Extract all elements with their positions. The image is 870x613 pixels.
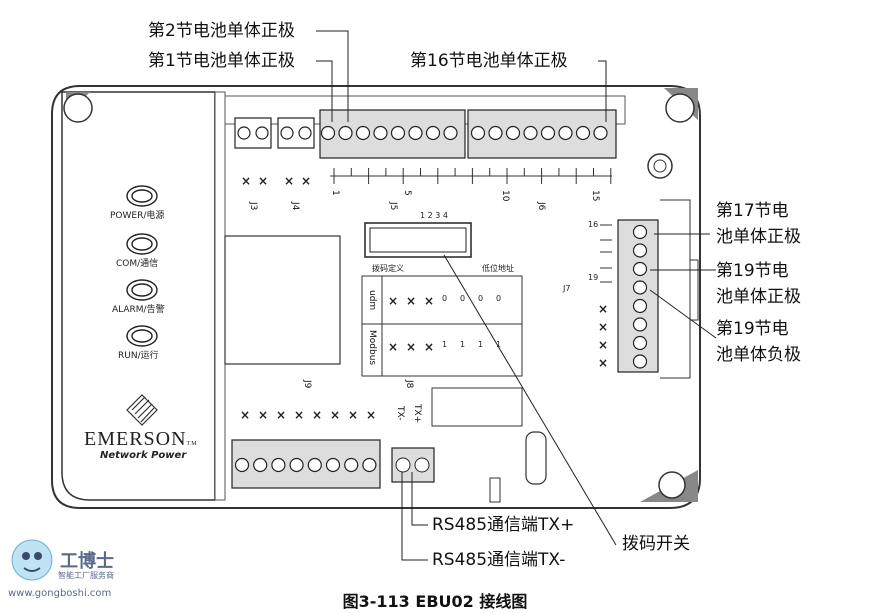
led-label-alarm: ALARM/告警 xyxy=(112,305,165,315)
dip-col-header-left: 拨码定义 xyxy=(372,264,404,273)
dip-cell: 0 xyxy=(496,294,502,303)
x-mark: × xyxy=(366,408,377,422)
label-j7: J7 xyxy=(563,284,571,293)
callout-rs485-txplus: RS485通信端TX+ xyxy=(432,515,575,535)
label-tx-minus: TX- xyxy=(395,406,405,421)
dip-col-header-right: 低位地址 xyxy=(482,264,514,273)
dip-cell: × xyxy=(424,294,435,308)
callout-cell16-pos: 第16节电池单体正极 xyxy=(410,51,568,71)
callout-cell19pos-a: 第19节电 xyxy=(716,261,789,281)
x-mark: × xyxy=(598,320,609,334)
x-mark: × xyxy=(301,174,312,188)
led-label-com: COM/通信 xyxy=(116,259,159,269)
label-j5: J5 xyxy=(388,202,398,211)
callout-cell19neg-a: 第19节电 xyxy=(716,319,789,339)
label-pin16: 16 xyxy=(588,220,599,229)
module-block xyxy=(224,235,341,365)
dip-cell: 0 xyxy=(442,294,448,303)
x-mark: × xyxy=(258,408,269,422)
dip-cell: × xyxy=(424,340,435,354)
watermark-robot-icon xyxy=(11,539,53,581)
screw xyxy=(647,153,673,179)
label-pin5: 5 xyxy=(402,190,412,196)
callout-cell19neg-b: 池单体负极 xyxy=(716,345,801,365)
x-mark: × xyxy=(240,408,251,422)
callout-cell1-pos: 第1节电池单体正极 xyxy=(148,51,295,71)
x-mark: × xyxy=(330,408,341,422)
dip-cell: 1 xyxy=(442,340,448,349)
x-mark: × xyxy=(348,408,359,422)
x-mark: × xyxy=(312,408,323,422)
callout-rs485-txminus: RS485通信端TX- xyxy=(432,550,566,570)
label-tx-plus: TX+ xyxy=(412,404,422,424)
label-pin10: 10 xyxy=(500,190,510,202)
dip-row-label-udm: udm xyxy=(367,290,377,311)
dip-cell: 1 xyxy=(478,340,484,349)
x-mark: × xyxy=(598,302,609,316)
dip-cell: × xyxy=(388,340,399,354)
callout-cell17-b: 池单体正极 xyxy=(716,227,801,247)
dip-cell: × xyxy=(388,294,399,308)
x-mark: × xyxy=(294,408,305,422)
x-mark: × xyxy=(258,174,269,188)
callout-dip-switch: 拨码开关 xyxy=(622,534,690,554)
emerson-logo: EMERSONTM xyxy=(84,428,198,450)
led-label-run: RUN/运行 xyxy=(118,351,159,361)
label-j6: J6 xyxy=(536,202,546,211)
watermark-url: www.gongboshi.com xyxy=(8,588,112,599)
dip-cell: 1 xyxy=(460,340,466,349)
label-j9: J9 xyxy=(302,380,312,389)
callout-cell17-a: 第17节电 xyxy=(716,201,789,221)
watermark-sub: 智能工厂服务商 xyxy=(58,571,114,580)
dip-switch xyxy=(364,222,472,258)
led-group xyxy=(126,185,158,347)
dip-row-label-modbus: Modbus xyxy=(367,330,377,366)
figure-caption: 图3-113 EBU02 接线图 xyxy=(342,592,528,611)
network-power-text: Network Power xyxy=(100,450,187,461)
emerson-emblem xyxy=(126,394,158,426)
label-j8: J8 xyxy=(404,380,414,389)
label-pin19: 19 xyxy=(588,273,599,282)
dip-cell: × xyxy=(406,340,417,354)
dip-table xyxy=(361,275,523,377)
callout-cell19pos-b: 池单体正极 xyxy=(716,287,801,307)
x-mark: × xyxy=(284,174,295,188)
tx-block xyxy=(431,387,523,427)
dip-cell: 1 xyxy=(496,340,502,349)
label-pin15: 15 xyxy=(590,190,600,202)
dip-cell: 0 xyxy=(478,294,484,303)
label-pin1: 1 xyxy=(330,190,340,196)
dip-switch-numbers: 1 2 3 4 xyxy=(420,211,448,220)
watermark-brand: 工博士 xyxy=(60,551,114,572)
x-mark: × xyxy=(598,356,609,370)
dip-cell: × xyxy=(406,294,417,308)
terminal-j3-j4 xyxy=(234,117,315,149)
dip-cell: 0 xyxy=(460,294,466,303)
callout-cell2-pos: 第2节电池单体正极 xyxy=(148,21,295,41)
label-j4: J4 xyxy=(290,202,300,211)
led-label-power: POWER/电源 xyxy=(110,211,165,221)
x-mark: × xyxy=(276,408,287,422)
x-mark: × xyxy=(598,338,609,352)
label-j3: J3 xyxy=(248,202,258,211)
callout-lines xyxy=(316,30,717,561)
x-mark: × xyxy=(241,174,252,188)
